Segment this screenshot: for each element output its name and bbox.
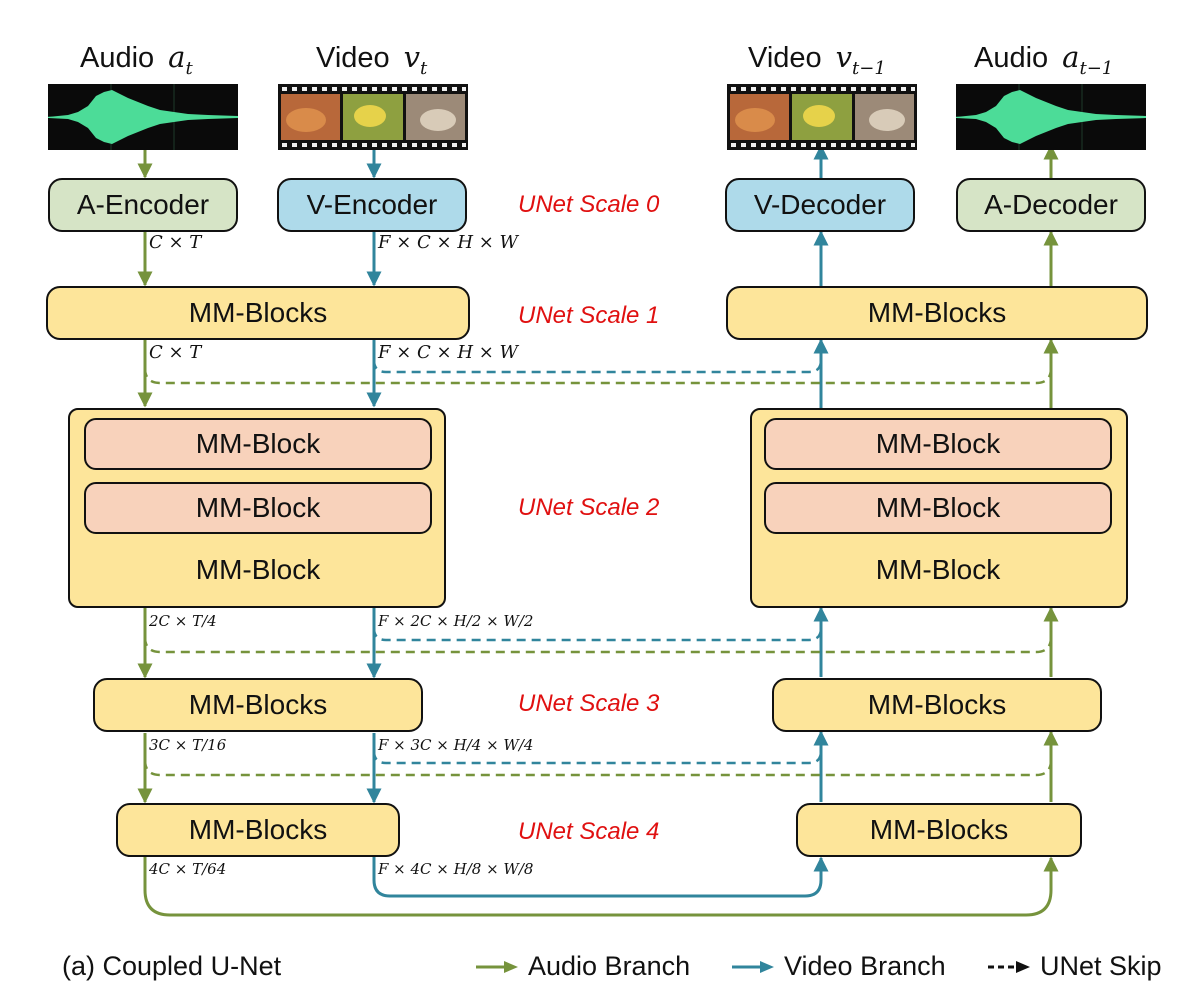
scale-label-3: UNet Scale 3 [518, 690, 660, 717]
audio-bottleneck-connection [143, 856, 1059, 917]
encoder-mm-block-1: MM-Block [84, 418, 432, 470]
a-encoder-label: A-Encoder [76, 189, 210, 220]
mm-block-label: MM-Block [195, 492, 321, 523]
mm-blocks-label: MM-Blocks [869, 814, 1009, 845]
mm-block-label: MM-Block [195, 428, 321, 459]
v-encoder: V-Encoder [277, 178, 467, 232]
encoder-mm-block-2: MM-Block [84, 482, 432, 534]
video-skip-connections [372, 340, 828, 765]
a-decoder: A-Decoder [956, 178, 1146, 232]
audio-input-waveform [48, 84, 238, 150]
scale-label-1: UNet Scale 1 [518, 302, 660, 329]
decoder-mm-block-1: MM-Block [764, 418, 1112, 470]
legend-video-label: Video Branch [784, 951, 946, 981]
encoder-mm-blocks-scale-4: MM-Blocks [116, 803, 400, 857]
video-dim-4: F × 4C × H/8 × W/8 [378, 860, 534, 878]
decoder-mm-blocks-scale-3: MM-Blocks [772, 678, 1102, 732]
mm-blocks-label: MM-Blocks [867, 689, 1007, 720]
legend-video-arrow-icon [732, 960, 774, 973]
scale-label-4: UNet Scale 4 [518, 818, 660, 845]
encoder-mm-block-3: MM-Block [84, 546, 432, 594]
decoder-mm-block-2: MM-Block [764, 482, 1112, 534]
decoder-mm-blocks-scale-1: MM-Blocks [726, 286, 1148, 340]
video-dim-1: F × C × H × W [378, 342, 519, 363]
mm-blocks-label: MM-Blocks [188, 814, 328, 845]
mm-blocks-label: MM-Blocks [867, 297, 1007, 328]
legend-skip: UNet Skip [986, 951, 1162, 982]
legend-skip-arrow-icon [988, 960, 1030, 973]
mm-block-label: MM-Block [195, 554, 321, 585]
audio-dim-1: C × T [149, 342, 202, 363]
audio-output-waveform [956, 84, 1146, 150]
audio-dim-4: 4C × T/64 [149, 860, 227, 878]
encoder-mm-blocks-scale-1: MM-Blocks [46, 286, 470, 340]
v-decoder: V-Decoder [725, 178, 915, 232]
legend-audio-arrow-icon [476, 960, 518, 973]
video-dim-0: F × C × H × W [378, 232, 519, 253]
encoder-mm-blocks-scale-3: MM-Blocks [93, 678, 423, 732]
v-encoder-label: V-Encoder [306, 189, 438, 220]
video-dim-3: F × 3C × H/4 × W/4 [378, 736, 534, 754]
figure-caption: (a) Coupled U-Net [62, 951, 282, 981]
decoder-mm-blocks-scale-4: MM-Blocks [796, 803, 1082, 857]
legend-audio: Audio Branch [474, 951, 690, 982]
v-decoder-label: V-Decoder [753, 189, 887, 220]
audio-dim-0: C × T [149, 232, 202, 253]
audio-dim-3: 3C × T/16 [149, 736, 227, 754]
legend-audio-label: Audio Branch [528, 951, 691, 981]
video-output-filmstrip [727, 84, 917, 150]
a-decoder-label: A-Decoder [984, 189, 1118, 220]
video-input-filmstrip [278, 84, 468, 150]
mm-block-label: MM-Block [875, 492, 1001, 523]
audio-dim-2: 2C × T/4 [149, 612, 217, 630]
video-dim-2: F × 2C × H/2 × W/2 [378, 612, 534, 630]
legend-skip-label: UNet Skip [1040, 951, 1162, 981]
mm-block-label: MM-Block [875, 554, 1001, 585]
a-encoder: A-Encoder [48, 178, 238, 232]
scale-label-0: UNet Scale 0 [518, 191, 660, 218]
mm-blocks-label: MM-Blocks [188, 297, 328, 328]
scale-label-2: UNet Scale 2 [518, 494, 660, 521]
decoder-mm-block-3: MM-Block [764, 546, 1112, 594]
audio-skip-connections [143, 340, 1058, 777]
mm-blocks-label: MM-Blocks [188, 689, 328, 720]
video-bottleneck-connection [372, 856, 829, 898]
mm-block-label: MM-Block [875, 428, 1001, 459]
legend-video: Video Branch [730, 951, 946, 982]
